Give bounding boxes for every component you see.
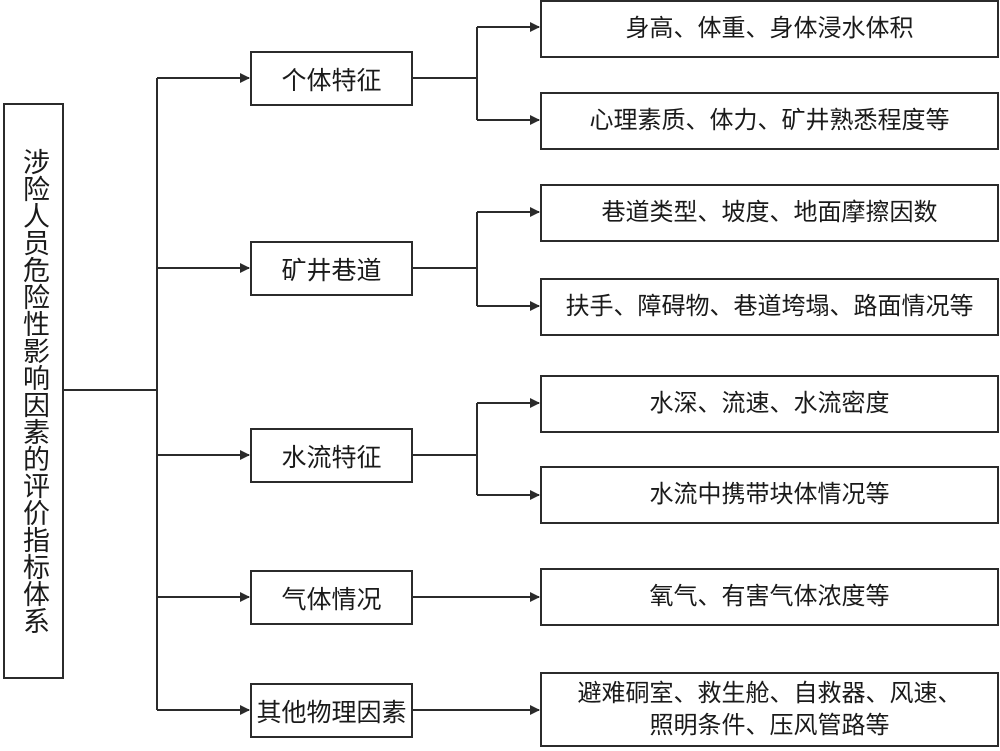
category-label: 气体情况: [281, 584, 382, 614]
category-label: 矿井巷道: [281, 255, 382, 285]
root-label: 涉险人员危险性影响因素的评价指标体系: [18, 148, 49, 634]
category-node-roadway: 矿井巷道: [250, 241, 413, 296]
category-label: 个体特征: [281, 65, 382, 95]
detail-node: 氧气、有害气体浓度等: [540, 568, 999, 626]
detail-node: 水深、流速、水流密度: [540, 375, 999, 433]
detail-node: 心理素质、体力、矿井熟悉程度等: [540, 92, 999, 150]
root-node: 涉险人员危险性影响因素的评价指标体系: [3, 103, 64, 679]
category-node-gas: 气体情况: [250, 570, 413, 625]
detail-label: 巷道类型、坡度、地面摩擦因数: [601, 198, 938, 227]
detail-node: 避难硐室、救生舱、自救器、风速、 照明条件、压风管路等: [540, 672, 999, 747]
detail-node: 水流中携带块体情况等: [540, 466, 999, 524]
detail-node: 身高、体重、身体浸水体积: [540, 0, 999, 58]
detail-label: 水深、流速、水流密度: [649, 389, 890, 418]
detail-label: 水流中携带块体情况等: [649, 480, 890, 509]
detail-label: 心理素质、体力、矿井熟悉程度等: [589, 106, 950, 135]
category-label: 其他物理因素: [256, 697, 407, 727]
category-label: 水流特征: [281, 442, 382, 472]
detail-label: 身高、体重、身体浸水体积: [625, 14, 914, 43]
category-node-water-flow: 水流特征: [250, 428, 413, 483]
detail-label: 扶手、障碍物、巷道垮塌、路面情况等: [565, 292, 974, 321]
category-node-individual: 个体特征: [250, 51, 413, 106]
detail-node: 扶手、障碍物、巷道垮塌、路面情况等: [540, 278, 999, 336]
detail-node: 巷道类型、坡度、地面摩擦因数: [540, 184, 999, 242]
category-node-other-physical: 其他物理因素: [250, 683, 413, 738]
detail-label: 氧气、有害气体浓度等: [649, 582, 890, 611]
detail-label: 避难硐室、救生舱、自救器、风速、 照明条件、压风管路等: [577, 679, 962, 739]
